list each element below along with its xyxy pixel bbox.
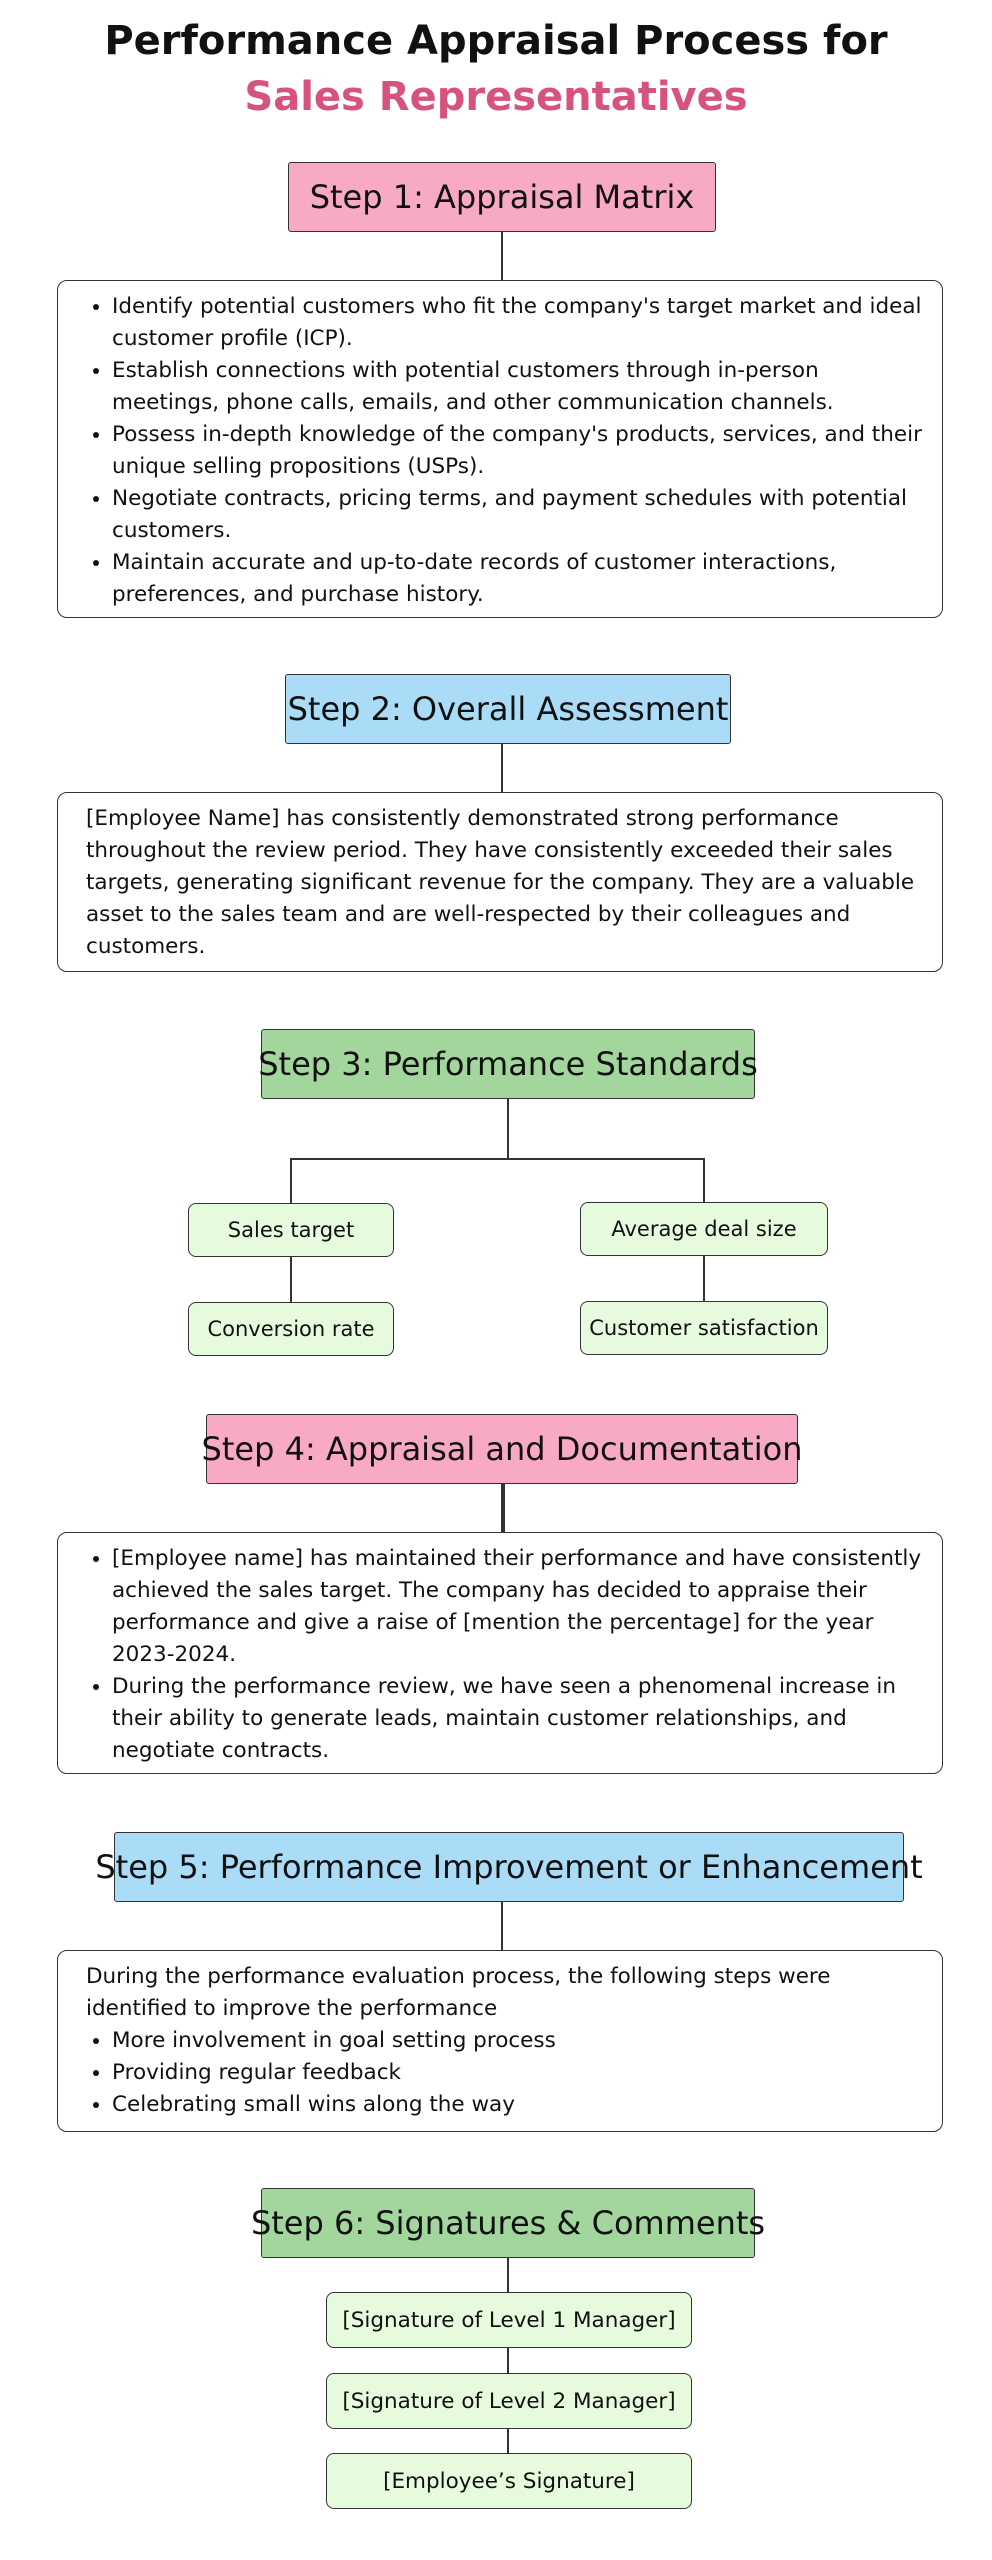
connector-line [507,2429,509,2453]
connector-line [290,1257,292,1302]
connector-line [290,1158,292,1203]
step-5-card: During the performance evaluation proces… [57,1950,943,2132]
signature-employee: [Employee’s Signature] [326,2453,692,2509]
step-6-box: Step 6: Signatures & Comments [251,2188,765,2258]
step-4-box: Step 4: Appraisal and Documentation [202,1414,802,1484]
step-2-card: [Employee Name] has consistently demonst… [57,792,943,972]
standard-average-deal-size: Average deal size [580,1202,828,1256]
list-item: Negotiate contracts, pricing terms, and … [112,483,928,547]
connector-line [501,232,503,280]
connector-line [290,1158,705,1160]
step-3-box: Step 3: Performance Standards [258,1029,758,1099]
connector-line [501,744,503,792]
standard-sales-target: Sales target [188,1203,394,1257]
step-2-box: Step 2: Overall Assessment [285,674,731,744]
standard-conversion-rate: Conversion rate [188,1302,394,1356]
connector-line [507,1099,509,1159]
step-1-card: Identify potential customers who fit the… [57,280,943,618]
signature-level-2-manager: [Signature of Level 2 Manager] [326,2373,692,2429]
page-subtitle: Sales Representatives [244,74,748,120]
connector-line [507,2348,509,2373]
list-item: Identify potential customers who fit the… [112,291,928,355]
list-item: Celebrating small wins along the way [112,2089,928,2121]
standard-customer-satisfaction: Customer satisfaction [580,1301,828,1355]
page-title: Performance Appraisal Process for [104,18,888,64]
connector-line [507,2258,509,2292]
list-item: More involvement in goal setting process [112,2025,928,2057]
step-5-box: Step 5: Performance Improvement or Enhan… [95,1832,923,1902]
list-item: Establish connections with potential cus… [112,355,928,419]
connector-line [501,1484,505,1532]
step-4-card: [Employee name] has maintained their per… [57,1532,943,1774]
connector-line [703,1158,705,1202]
list-item: Maintain accurate and up-to-date records… [112,547,928,611]
improvement-intro: During the performance evaluation proces… [86,1964,831,2021]
connector-line [703,1256,705,1301]
list-item: Possess in-depth knowledge of the compan… [112,419,928,483]
assessment-text: [Employee Name] has consistently demonst… [86,806,915,959]
step-1-box: Step 1: Appraisal Matrix [288,162,716,232]
signature-level-1-manager: [Signature of Level 1 Manager] [326,2292,692,2348]
list-item: [Employee name] has maintained their per… [112,1543,928,1671]
connector-line [501,1902,503,1950]
list-item: During the performance review, we have s… [112,1671,928,1767]
list-item: Providing regular feedback [112,2057,928,2089]
